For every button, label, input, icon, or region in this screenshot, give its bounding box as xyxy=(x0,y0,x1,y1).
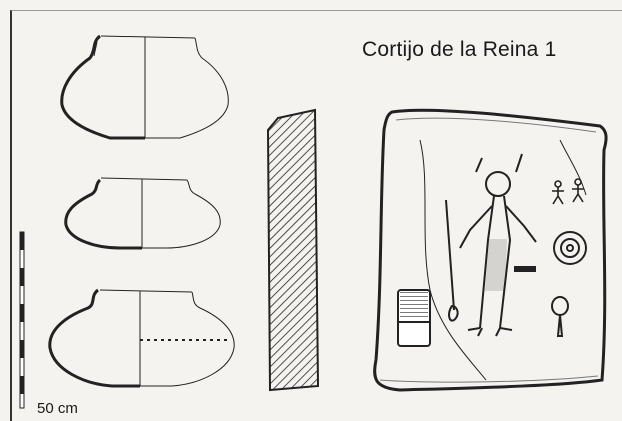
halberd-comb xyxy=(397,289,431,347)
dagger xyxy=(514,266,536,272)
twin-figures xyxy=(552,178,584,205)
scale-bar xyxy=(19,231,25,409)
scale-bar-label: 50 cm xyxy=(37,400,78,417)
stele-section-hatched xyxy=(266,108,320,392)
anthropomorph-figure xyxy=(459,153,537,337)
figure-frame xyxy=(10,10,622,421)
mirror-pendant xyxy=(551,296,569,337)
vessel-profile-bottom xyxy=(48,288,235,388)
concentric-circles xyxy=(553,231,587,265)
staff xyxy=(445,199,459,322)
vessel-profile-top xyxy=(60,34,229,140)
engraved-slab xyxy=(373,108,608,392)
figure-title: Cortijo de la Reina 1 xyxy=(362,38,557,61)
vessel-profile-middle xyxy=(64,177,221,250)
